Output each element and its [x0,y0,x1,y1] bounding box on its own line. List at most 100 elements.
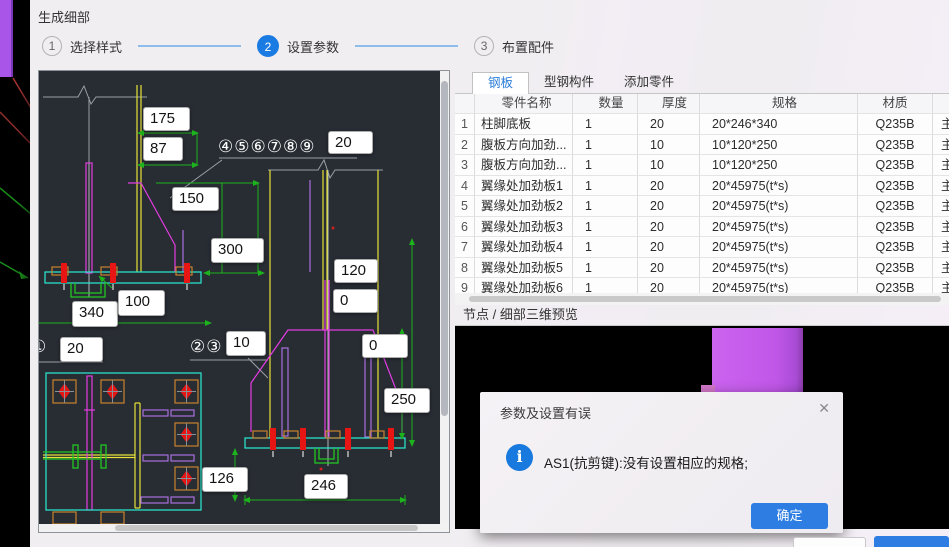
cell-material: Q235B [858,216,933,237]
table-horizontal-scrollbar[interactable] [455,293,949,305]
error-dialog: 参数及设置有误 ✕ i AS1(抗剪键):没有设置相应的规格; 确定 [480,392,843,533]
cell-spec: 20*45975(t*s) [700,237,858,258]
dimension-label[interactable]: 340 [72,301,118,327]
cell-thickness: 20 [638,278,700,293]
header-cell: 厚度 [638,94,700,114]
tab-型钢构件[interactable]: 型钢构件 [544,75,595,89]
dimension-label[interactable]: 0 [362,334,408,358]
error-dialog-title: 参数及设置有误 [500,406,592,421]
cell-spec: 20*246*340 [700,114,858,135]
cell-owner: 主件 [933,155,949,176]
step-1-label: 选择样式 [70,39,123,55]
dimension-label[interactable]: 0 [333,289,378,313]
row-index: 7 [455,237,475,258]
dimension-label[interactable]: 175 [143,107,190,131]
cell-thickness: 20 [638,237,700,258]
row-index: 2 [455,134,475,155]
header-cell [933,94,949,114]
cell-part-name: 翼缘处加劲板6 [475,278,573,293]
dimension-label[interactable]: 120 [334,259,378,283]
background-purple-column [0,0,13,77]
dimension-label[interactable]: 300 [211,238,264,263]
row-index: 5 [455,196,475,217]
cad-vertical-scrollbar[interactable] [440,71,449,524]
header-cell-index [455,94,475,114]
ok-button[interactable]: 确定 [751,503,828,529]
step-2-label: 设置参数 [287,39,340,55]
dimension-label[interactable]: 250 [384,388,430,413]
cell-quantity: 1 [573,278,638,293]
cell-spec: 10*120*250 [700,134,858,155]
cell-owner: 主件 [933,237,949,258]
cell-quantity: 1 [573,175,638,196]
cell-part-name: 柱脚底板 [475,114,573,135]
generate-detail-dialog: 生成细部 1 选择样式 2 设置参数 3 布置配件 [30,0,949,547]
cell-quantity: 1 [573,216,638,237]
cell-quantity: 1 [573,196,638,217]
header-cell: 零件名称 [475,94,573,114]
cell-material: Q235B [858,237,933,258]
dimension-label[interactable]: 100 [118,290,165,316]
row-index: 8 [455,257,475,278]
step-1-circle[interactable]: 1 [42,36,62,56]
cad-horizontal-scrollbar[interactable] [39,524,440,532]
preview-section-title: 节点 / 细部三维预览 [455,305,949,326]
dimension-label[interactable]: 20 [60,337,103,362]
cell-owner: 主件 [933,176,949,196]
preview-purple-column [712,328,803,392]
row-index: 3 [455,155,475,176]
parts-table-body: 1柱脚底板12020*246*340Q235B主件2腹板方向加劲...11010… [455,114,949,293]
header-cell: 材质 [858,94,933,114]
cell-spec: 20*45975(t*s) [700,278,858,293]
cell-owner: 主件 [933,135,949,155]
bottom-secondary-button[interactable] [793,537,866,547]
header-cell: 数量 [573,94,638,114]
dimension-label[interactable]: 20 [328,131,373,154]
cell-part-name: 腹板方向加劲... [475,134,573,155]
cell-owner: 主件 [933,196,949,217]
step-2-circle[interactable]: 2 [257,35,280,57]
dimension-label[interactable]: 150 [172,187,219,211]
callout-circles: ④⑤⑥⑦⑧⑨ [218,137,316,156]
step-3-label: 布置配件 [502,39,555,55]
row-index: 6 [455,216,475,237]
cell-material: Q235B [858,155,933,176]
cell-owner: 主件 [933,114,949,135]
cell-owner: 主件 [933,217,949,237]
step-3-circle[interactable]: 3 [474,36,495,56]
tab-添加零件[interactable]: 添加零件 [624,75,675,89]
cell-material: Q235B [858,134,933,155]
cad-horizontal-scrollbar-thumb[interactable] [115,525,418,531]
cell-owner: 主件 [933,258,949,278]
dimension-label[interactable]: 246 [304,474,348,499]
close-icon[interactable]: ✕ [818,400,830,416]
tab-钢板[interactable]: 钢板 [472,72,530,94]
dimension-label[interactable]: 87 [143,137,183,161]
dimension-label[interactable]: 126 [202,467,248,492]
row-index: 9 [455,278,475,293]
error-message: AS1(抗剪键):没有设置相应的规格; [544,456,749,471]
cell-material: Q235B [858,257,933,278]
cell-quantity: 1 [573,114,638,135]
cad-vertical-scrollbar-thumb[interactable] [441,81,448,416]
cell-material: Q235B [858,175,933,196]
dimension-label[interactable]: 10 [226,331,266,356]
dialog-title: 生成细部 [38,10,91,25]
cell-spec: 20*45975(t*s) [700,175,858,196]
bottom-primary-button[interactable] [874,536,949,547]
cell-thickness: 20 [638,216,700,237]
wizard: 1 选择样式 2 设置参数 3 布置配件 [42,34,570,58]
cell-part-name: 腹板方向加劲... [475,155,573,176]
cell-owner: 主件 [933,278,949,293]
table-horizontal-scrollbar-thumb[interactable] [469,296,941,302]
